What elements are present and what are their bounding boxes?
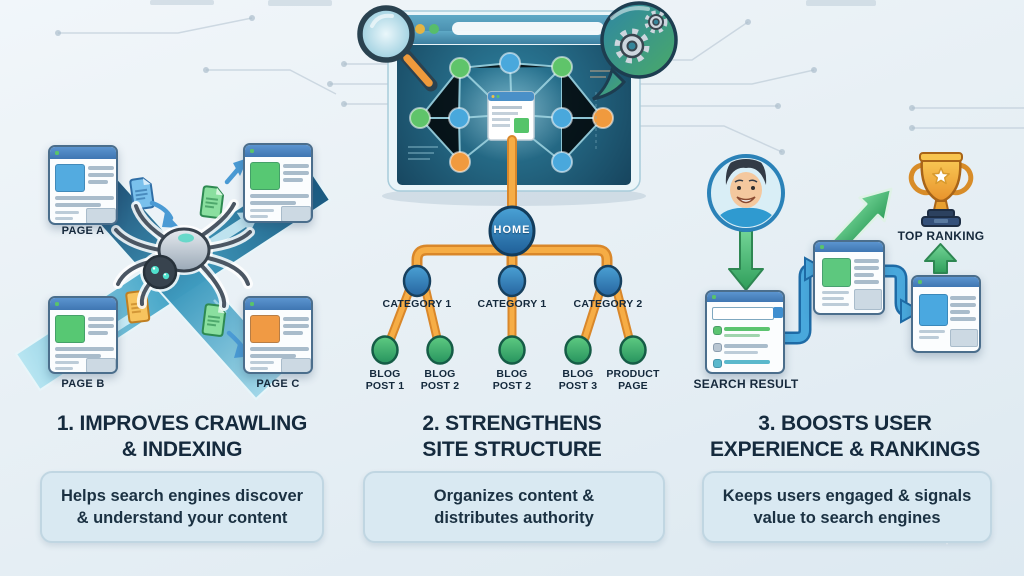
search-input — [712, 307, 774, 320]
linked-page-window — [243, 143, 313, 223]
image-placeholder — [86, 358, 116, 372]
window-control-dot — [55, 151, 59, 155]
page-c-window — [243, 296, 313, 374]
section-3-heading: 3. BOOSTS USER EXPERIENCE & RANKINGS — [709, 412, 980, 461]
engaged-page-window — [813, 240, 885, 315]
user-avatar-icon — [707, 154, 785, 232]
down-arrow — [728, 230, 764, 291]
page-c-label: PAGE C — [256, 378, 300, 390]
ranking-flow — [707, 152, 974, 545]
network-faint-text — [408, 70, 612, 160]
page-thumbnail — [55, 164, 85, 192]
document-icon — [199, 185, 225, 219]
leaf-label: BLOG POST 3 — [558, 368, 598, 392]
gear-small — [644, 10, 668, 34]
image-placeholder — [281, 358, 311, 372]
leaf-label: PRODUCT PAGE — [606, 368, 660, 392]
page-thumbnail — [55, 315, 85, 343]
ranked-page-window — [911, 275, 981, 353]
page-b-label: PAGE B — [61, 378, 105, 390]
image-placeholder — [86, 208, 116, 223]
category-label: CATEGORY 1 — [382, 298, 452, 310]
section-2-description-box: Organizes content & distributes authorit… — [363, 471, 665, 543]
network-nodes — [409, 52, 614, 173]
category-nodes — [402, 264, 623, 298]
image-placeholder — [950, 329, 978, 347]
window-titlebar — [913, 277, 979, 287]
page-thumbnail — [919, 294, 948, 326]
leaf-nodes — [371, 335, 647, 365]
gears-speech-bubble-icon — [592, 1, 678, 101]
crawler-spider-icon — [111, 199, 255, 311]
image-placeholder — [854, 289, 882, 310]
section-1-heading: 1. IMPROVES CRAWLING & INDEXING — [56, 412, 308, 461]
magnifying-glass-icon — [357, 5, 438, 92]
page-b-window — [48, 296, 118, 374]
site-network-browser — [382, 10, 646, 206]
section-3-description-box: Keeps users engaged & signals value to s… — [702, 471, 992, 543]
page-a-window — [48, 145, 118, 225]
search-result-label: SEARCH RESULT — [693, 377, 799, 391]
leaf-label: BLOG POST 1 — [365, 368, 405, 392]
leaf-label: BLOG POST 2 — [420, 368, 460, 392]
webpage-card — [487, 91, 535, 141]
page-thumbnail — [250, 162, 280, 190]
section-1-description-box: Helps search engines discover & understa… — [40, 471, 324, 543]
category-label: CATEGORY 2 — [573, 298, 643, 310]
window-titlebar — [707, 292, 783, 302]
search-result-window — [705, 290, 785, 374]
search-button — [773, 307, 783, 318]
gear-large — [614, 28, 650, 64]
section-2-heading: 2. STRENGTHENS SITE STRUCTURE — [422, 412, 602, 461]
up-arrow — [924, 243, 957, 274]
page-a-label: PAGE A — [61, 225, 105, 237]
top-ranking-label: TOP RANKING — [897, 229, 985, 243]
window-titlebar — [245, 145, 311, 157]
image-placeholder — [281, 206, 311, 221]
page-thumbnail — [822, 258, 851, 287]
category-label: CATEGORY 1 — [477, 298, 547, 310]
home-node — [488, 205, 536, 257]
window-titlebar — [815, 242, 883, 252]
trophy-icon — [908, 152, 974, 227]
site-structure-tree — [371, 135, 647, 365]
window-titlebar — [50, 147, 116, 159]
page-thumbnail — [250, 315, 280, 343]
window-titlebar — [50, 298, 116, 310]
window-titlebar — [245, 298, 311, 310]
leaf-label: BLOG POST 2 — [492, 368, 532, 392]
address-bar — [452, 22, 604, 35]
home-node-label: HOME — [493, 224, 531, 236]
